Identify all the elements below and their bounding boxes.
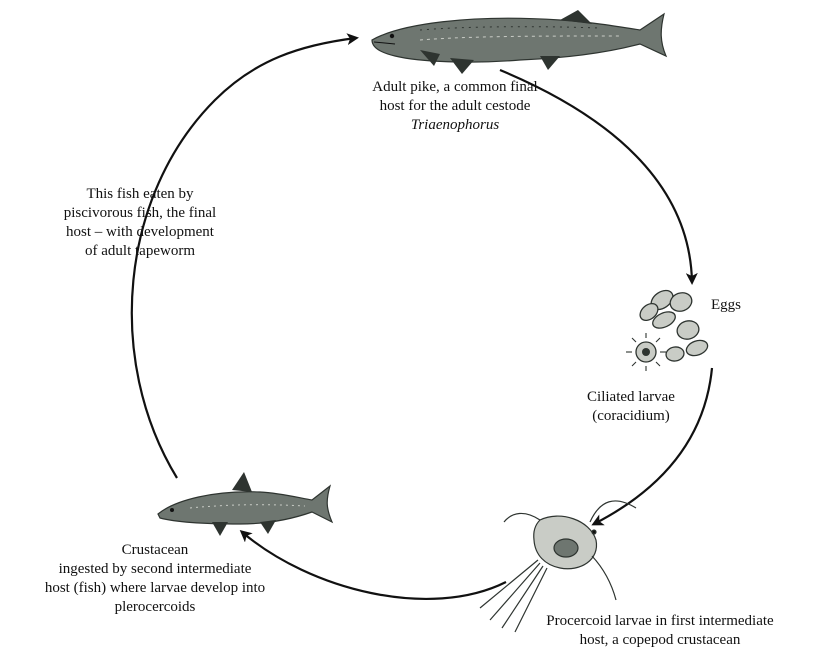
ciliated-larvae-line-2: (coracidium) xyxy=(566,407,696,426)
crustacean-line-2: ingested by second intermediate xyxy=(10,560,300,579)
eggs-label: Eggs xyxy=(711,296,741,315)
crustacean-line-4: plerocercoids xyxy=(10,598,300,617)
adult-pike-label: Adult pike, a common final host for the … xyxy=(345,78,565,135)
coracidium-icon xyxy=(626,333,666,371)
fish-eaten-line-1: This fish eaten by xyxy=(40,185,240,204)
procercoid-line-2: host, a copepod crustacean xyxy=(510,631,810,650)
adult-pike-genus: Triaenophorus xyxy=(345,116,565,135)
procercoid-label: Procercoid larvae in first intermediate … xyxy=(510,612,810,650)
crustacean-line-3: host (fish) where larvae develop into xyxy=(10,579,300,598)
adult-pike-line-1: Adult pike, a common final xyxy=(345,78,565,97)
ciliated-larvae-label: Ciliated larvae (coracidium) xyxy=(566,388,696,426)
small-fish-icon xyxy=(158,472,332,536)
fish-eaten-line-3: host – with development xyxy=(40,223,240,242)
procercoid-line-1: Procercoid larvae in first intermediate xyxy=(510,612,810,631)
fish-eaten-label: This fish eaten by piscivorous fish, the… xyxy=(40,185,240,261)
ciliated-larvae-line-1: Ciliated larvae xyxy=(566,388,696,407)
fish-eaten-line-2: piscivorous fish, the final xyxy=(40,204,240,223)
fish-eaten-line-4: of adult tapeworm xyxy=(40,242,240,261)
pike-fish-icon xyxy=(372,10,666,74)
adult-pike-line-2: host for the adult cestode xyxy=(345,97,565,116)
crustacean-ingested-label: Crustacean ingested by second intermedia… xyxy=(10,541,300,617)
crustacean-line-1: Crustacean xyxy=(10,541,300,560)
